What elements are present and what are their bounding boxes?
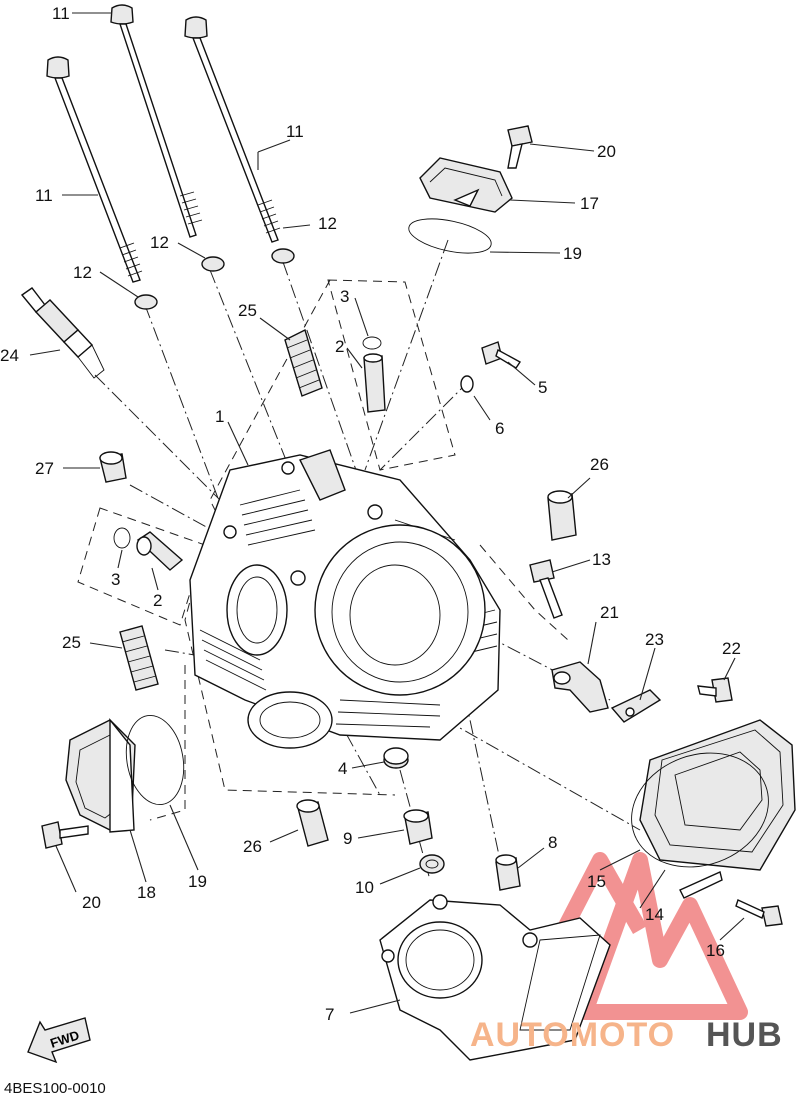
seal-9: [403, 809, 433, 845]
callout-12-c: 12: [73, 263, 92, 282]
washer-6: [460, 375, 474, 393]
screw-20-left: [41, 821, 89, 849]
diagram-code: 4BES100-0010: [4, 1080, 106, 1097]
callout-19-a: 19: [563, 244, 582, 263]
bolt-22: [697, 677, 733, 703]
washer-12-c: [134, 294, 158, 310]
callout-18: 18: [137, 883, 156, 902]
callout-27: 27: [35, 459, 54, 478]
bolt-5: [481, 341, 522, 369]
callout-23: 23: [645, 630, 664, 649]
callout-24: 24: [0, 346, 19, 365]
valve-cap-26-top: [547, 490, 577, 541]
o-ring-top: [408, 218, 492, 254]
valve-guide-left: [136, 531, 184, 571]
valve-spring-left: [119, 625, 159, 691]
valve-cap-27: [99, 451, 127, 483]
head-gasket: [379, 894, 611, 1061]
callout-21: 21: [600, 603, 619, 622]
callout-22: 22: [722, 639, 741, 658]
tappet-cover-left: [65, 718, 136, 833]
callout-25-b: 25: [62, 633, 81, 652]
callout-16: 16: [706, 941, 725, 960]
callout-2-b: 2: [153, 591, 162, 610]
callout-6: 6: [495, 419, 504, 438]
callout-25-a: 25: [238, 301, 257, 320]
circlip-left: [113, 527, 131, 549]
callout-3-b: 3: [111, 570, 120, 589]
callout-20-b: 20: [82, 893, 101, 912]
callout-26-b: 26: [243, 837, 262, 856]
callout-5: 5: [538, 378, 547, 397]
bolt-13: [529, 559, 563, 619]
washer-12-a: [201, 256, 225, 272]
valve-spring-top: [284, 328, 323, 397]
callout-11-c: 11: [35, 186, 53, 205]
screw-20-top: [507, 125, 533, 169]
tappet-cover-top: [419, 157, 513, 213]
callout-4: 4: [338, 759, 347, 778]
side-cover: [639, 719, 796, 899]
callout-19-b: 19: [188, 872, 207, 891]
callout-1: 1: [215, 407, 224, 426]
callout-11-b: 11: [286, 122, 304, 141]
cylinder-head-bolt-2: [184, 16, 281, 243]
callout-26-a: 26: [590, 455, 609, 474]
callout-10: 10: [355, 878, 374, 897]
watermark-text-automoto: AUTOMOTO: [470, 1016, 675, 1054]
o-ring-left: [125, 714, 185, 806]
fwd-arrow: FWD: [27, 1017, 91, 1064]
callout-12-b: 12: [318, 214, 337, 233]
bolt-16: [735, 899, 783, 927]
plate-23: [610, 689, 662, 723]
watermark-text: AUTOMOTO HUB: [470, 1016, 783, 1054]
cylinder-head-bolt-3: [46, 56, 143, 283]
circlip-top: [362, 336, 382, 350]
callout-3-a: 3: [340, 287, 349, 306]
bracket-21: [551, 661, 609, 713]
washer-12-b: [271, 248, 295, 264]
callout-11-a: 11: [52, 4, 70, 23]
callout-8: 8: [548, 833, 557, 852]
watermark-text-hub: HUB: [706, 1016, 783, 1054]
callout-9: 9: [343, 829, 352, 848]
cylinder-head: [189, 449, 501, 749]
callout-leaders: [29, 12, 745, 1014]
cylinder-head-bolt-1: [110, 4, 203, 238]
callout-12-a: 12: [150, 233, 169, 252]
callout-7: 7: [325, 1005, 334, 1024]
washer-10: [419, 854, 445, 874]
valve-cap-26-bottom: [296, 799, 329, 847]
gasket-14: [631, 752, 769, 868]
valve-guide-top: [363, 353, 386, 413]
callout-14: 14: [645, 905, 664, 924]
dowel-4: [383, 747, 409, 769]
callout-labels: 11 11 11 12 12 12 24 25 3 2 1 27 20 17 1…: [0, 4, 741, 1024]
dowel-8: [495, 854, 521, 891]
callout-2-a: 2: [335, 337, 344, 356]
callout-15: 15: [587, 872, 606, 891]
callout-13: 13: [592, 550, 611, 569]
spark-plug: [20, 287, 105, 379]
callout-17: 17: [580, 194, 599, 213]
callout-20-a: 20: [597, 142, 616, 161]
